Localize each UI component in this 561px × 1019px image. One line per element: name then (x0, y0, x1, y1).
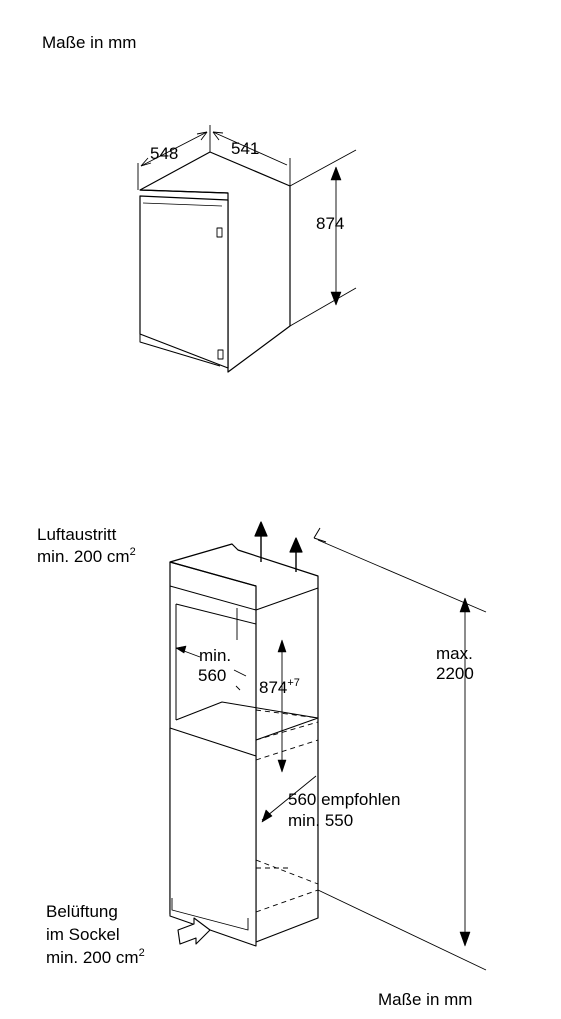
depth-min-label: min. 550 (288, 811, 354, 830)
niche-height-value: 874 (259, 678, 288, 697)
max-height-label-1: max. (436, 644, 473, 663)
top-title: Maße in mm (42, 33, 137, 52)
vent-label-1: Belüftung (46, 902, 118, 921)
niche-width-label-2: 560 (198, 666, 227, 685)
depth-recommended-label: 560 empfohlen (288, 790, 401, 809)
vent-label-3: min. 200 cm2 (46, 948, 145, 968)
height-dimension: 874 (316, 214, 345, 233)
max-height-label-2: 2200 (436, 664, 474, 683)
air-outlet-value: min. 200 cm (37, 547, 130, 566)
vent-value: min. 200 cm (46, 948, 139, 967)
bottom-footer-title: Maße in mm (378, 990, 473, 1009)
air-outlet-label-2: min. 200 cm2 (37, 547, 136, 567)
vent-label-2: im Sockel (46, 925, 120, 944)
depth-dimension: 548 (150, 144, 179, 163)
air-outlet-sup: 2 (129, 546, 136, 558)
vent-sup: 2 (138, 947, 145, 959)
niche-width-label-1: min. (199, 646, 232, 665)
niche-height-tolerance: +7 (287, 677, 300, 689)
width-dimension: 541 (231, 139, 260, 158)
niche-height-label: 874+7 (259, 678, 300, 698)
air-outlet-label-1: Luftaustritt (37, 525, 117, 544)
